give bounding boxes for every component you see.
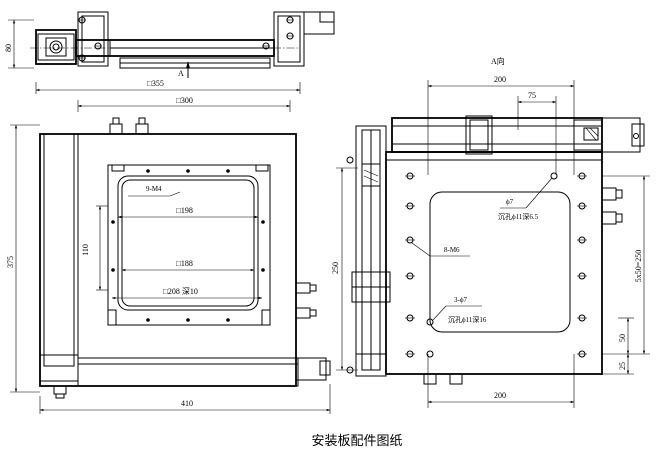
dim-80-label: 80 <box>4 44 13 52</box>
label-counterbore-2: 沉孔ϕ11深16 <box>448 315 487 324</box>
dim-208-label: □208 深10 <box>163 287 198 296</box>
label-9m4: 9-M4 <box>146 185 162 193</box>
section-marker-a: A <box>178 69 184 78</box>
dim-50: 50 <box>618 334 627 342</box>
dim-300-label: □300 <box>176 96 193 105</box>
dim-200-bottom: 200 <box>494 391 506 400</box>
drawing-caption: 安装板配件图纸 <box>311 433 402 448</box>
label-8m6: 8-M6 <box>444 246 460 254</box>
label-phi7: ϕ7 <box>506 198 514 206</box>
dim-410-label: 410 <box>181 399 193 408</box>
dim-375-label: 375 <box>6 256 15 268</box>
dim-355-label: □355 <box>147 79 164 88</box>
top-view: 80 A <box>4 11 335 78</box>
dim-198-label: □198 <box>176 206 193 215</box>
label-3phi7: 3-ϕ7 <box>454 296 468 304</box>
dim-250: 250 <box>331 262 340 274</box>
side-view-a: A向 200 75 250 <box>331 56 650 408</box>
dim-5x50: 5x50=250 <box>634 250 643 283</box>
front-view: □355 □300 375 <box>6 79 331 414</box>
dim-200-top: 200 <box>494 75 506 84</box>
view-label-a: A向 <box>491 56 505 66</box>
label-counterbore-1: 沉孔ϕ11深6.5 <box>498 212 539 221</box>
dim-188-label: □188 <box>176 259 193 268</box>
dim-25: 25 <box>618 362 627 370</box>
dim-75: 75 <box>528 91 536 100</box>
dim-110-label: 110 <box>81 244 90 256</box>
